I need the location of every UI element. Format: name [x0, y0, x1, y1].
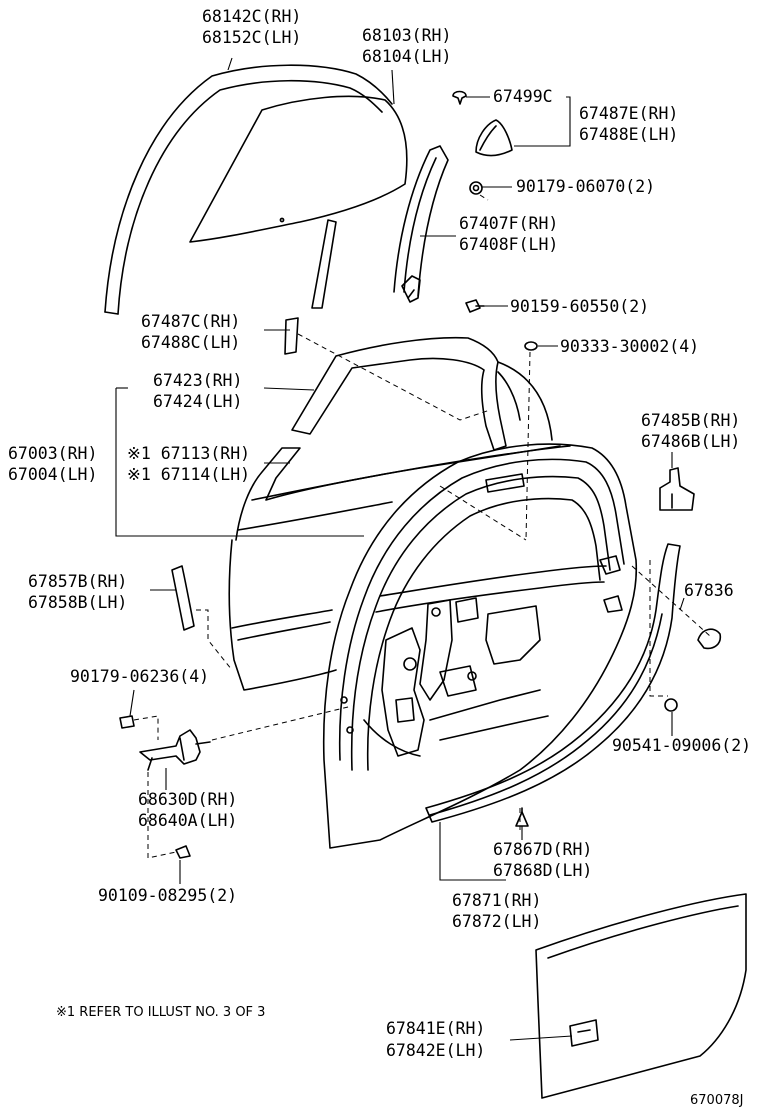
label-68152c-lh[interactable]: 68152C(LH): [202, 28, 301, 47]
label-67841e-rh[interactable]: 67841E(RH): [386, 1019, 485, 1038]
bolt-90109-part: [175, 845, 191, 859]
weatherstrip-67857b-part: [171, 565, 195, 631]
glass-run-part: [104, 64, 393, 315]
label-68103-rh[interactable]: 68103(RH): [362, 26, 451, 45]
door-check-part: [139, 729, 211, 771]
cap-67836-part: [697, 628, 722, 650]
label-90541-09006[interactable]: 90541-09006(2): [612, 736, 751, 755]
label-67872-lh[interactable]: 67872(LH): [452, 912, 541, 931]
label-90179-06070[interactable]: 90179-06070(2): [516, 177, 655, 196]
label-67113-rh[interactable]: ※1 67113(RH): [127, 444, 250, 463]
label-67499c[interactable]: 67499C: [493, 87, 553, 106]
label-90159-60550[interactable]: 90159-60550(2): [510, 297, 649, 316]
door-inner-frame-part: [322, 443, 638, 849]
label-68640a-lh[interactable]: 68640A(LH): [138, 811, 237, 830]
label-67842e-lh[interactable]: 67842E(LH): [386, 1041, 485, 1060]
label-67407f-rh[interactable]: 67407F(RH): [459, 214, 558, 233]
frame-67423-part: [291, 336, 521, 451]
label-67488c-lh[interactable]: 67488C(LH): [141, 333, 240, 352]
label-90179-06236[interactable]: 90179-06236(4): [70, 667, 209, 686]
label-67488e-lh[interactable]: 67488E(LH): [579, 125, 678, 144]
part-labels: 68142C(RH) 68152C(LH) 68103(RH) 68104(LH…: [8, 7, 751, 1108]
nut-90179-06236-part: [119, 715, 135, 729]
opening-trim-part: [425, 543, 681, 823]
cover-67487e-part: [475, 119, 513, 157]
label-67003-rh[interactable]: 67003(RH): [8, 444, 97, 463]
channel-67407f-part: [393, 145, 449, 303]
label-67408f-lh[interactable]: 67408F(LH): [459, 235, 558, 254]
label-67858b-lh[interactable]: 67858B(LH): [28, 593, 127, 612]
nut-90179-06070-part: [469, 181, 483, 195]
label-68142c-rh[interactable]: 68142C(RH): [202, 7, 301, 26]
seal-67487c-part: [284, 317, 299, 355]
label-67004-lh[interactable]: 67004(LH): [8, 465, 97, 484]
label-90109-08295[interactable]: 90109-08295(2): [98, 886, 237, 905]
bracket-67485b-part: [659, 467, 695, 511]
label-67868d-lh[interactable]: 67868D(LH): [493, 861, 592, 880]
hole-plug-part: [524, 341, 538, 351]
leader-lines: [115, 57, 685, 1041]
label-67487c-rh[interactable]: 67487C(RH): [141, 312, 240, 331]
clip-67499c-part: [452, 90, 467, 105]
label-67487e-rh[interactable]: 67487E(RH): [579, 104, 678, 123]
door-outer-panel-part: [228, 361, 571, 691]
note-refer-illust: ※1 REFER TO ILLUST NO. 3 OF 3: [56, 1005, 265, 1020]
door-glass-part: [189, 95, 408, 309]
illustration-id: 670078J: [690, 1093, 743, 1108]
label-67423-rh[interactable]: 67423(RH): [153, 371, 242, 390]
label-67114-lh[interactable]: ※1 67114(LH): [127, 465, 250, 484]
label-67486b-lh[interactable]: 67486B(LH): [641, 432, 740, 451]
dashed-leaders: [133, 194, 711, 859]
label-67867d-rh[interactable]: 67867D(RH): [493, 840, 592, 859]
label-68104-lh[interactable]: 68104(LH): [362, 47, 451, 66]
label-67485b-rh[interactable]: 67485B(RH): [641, 411, 740, 430]
label-67857b-rh[interactable]: 67857B(RH): [28, 572, 127, 591]
clip-67867d-part: [515, 807, 529, 827]
label-68630d-rh[interactable]: 68630D(RH): [138, 790, 237, 809]
label-67836[interactable]: 67836: [684, 581, 734, 600]
bolt-90159-part: [465, 299, 485, 313]
clip-90541-part: [664, 698, 678, 712]
door-trim-board-part: [535, 893, 747, 1099]
label-90333-30002[interactable]: 90333-30002(4): [560, 337, 699, 356]
label-67871-rh[interactable]: 67871(RH): [452, 891, 541, 910]
label-67424-lh[interactable]: 67424(LH): [153, 392, 242, 411]
